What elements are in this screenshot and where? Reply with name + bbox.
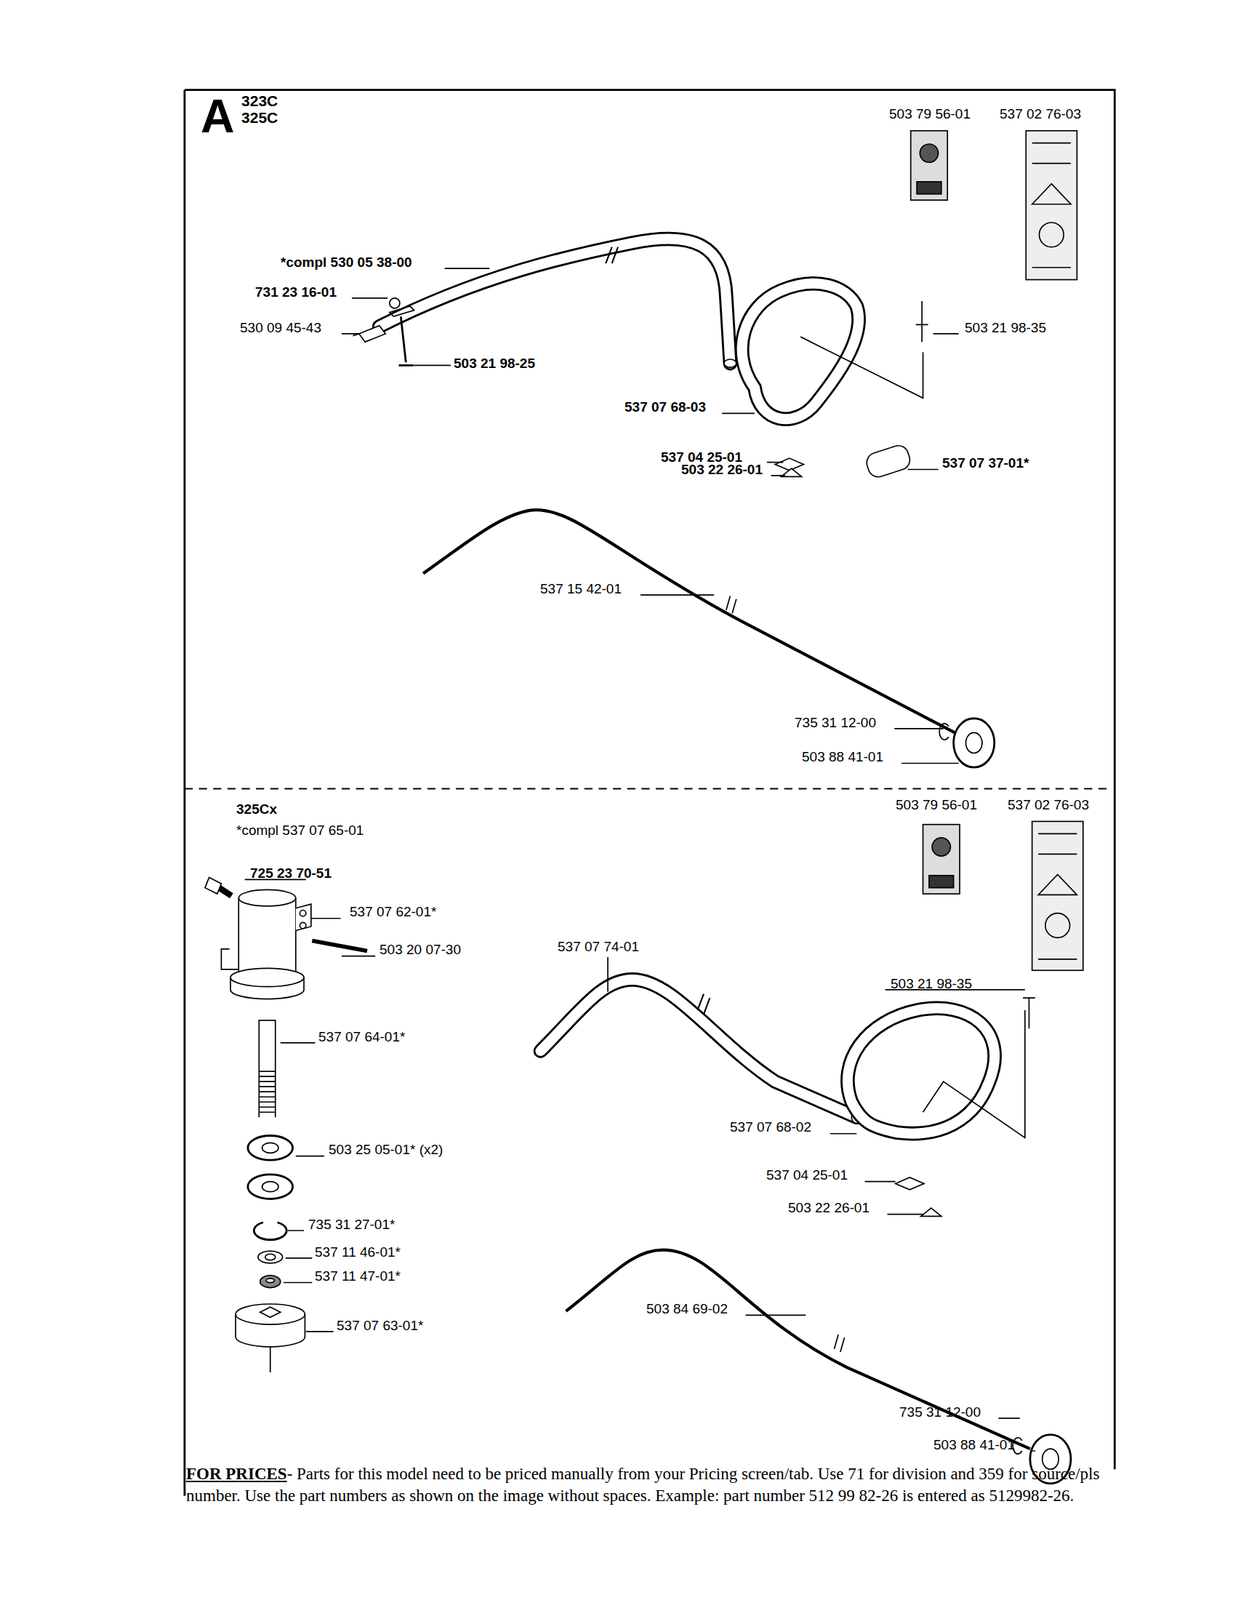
part-number: 537 07 68-02 [729, 1119, 812, 1135]
pricing-note: FOR PRICES- Parts for this model need to… [186, 1462, 1103, 1507]
part-number: 325Cx [236, 801, 277, 818]
part-number: 725 23 70-51 [250, 865, 332, 882]
part-number: 537 07 74-01 [557, 939, 640, 955]
part-number: 537 15 42-01 [540, 581, 622, 597]
note-heading: FOR PRICES [186, 1464, 288, 1483]
part-number: 537 11 47-01* [314, 1268, 401, 1284]
part-number: 537 07 64-01* [318, 1029, 405, 1045]
part-number: *compl 537 07 65-01 [236, 822, 364, 839]
part-number: 735 31 12-00 [899, 1404, 981, 1420]
part-number: 537 07 63-01* [336, 1318, 424, 1334]
part-number: 537 07 37-01* [942, 455, 1029, 472]
part-number: 503 79 56-01 [895, 797, 978, 813]
part-number: 503 79 56-01 [889, 106, 971, 123]
note-text: - Parts for this model need to be priced… [186, 1464, 1100, 1505]
part-number: 537 02 76-03 [1007, 797, 1090, 813]
part-number: 503 20 07-30 [379, 942, 461, 958]
part-number: 735 31 27-01* [308, 1217, 395, 1233]
part-number: 503 21 98-35 [964, 320, 1047, 336]
part-number: 503 21 98-35 [890, 976, 973, 992]
part-number: 503 21 98-25 [453, 356, 536, 372]
part-number: 731 23 16-01 [255, 284, 337, 301]
part-number: 503 25 05-01* (x2) [328, 1142, 443, 1158]
part-number: 537 04 25-01 [766, 1167, 848, 1183]
part-number: 537 11 46-01* [314, 1244, 401, 1260]
part-number: 323C [241, 92, 278, 110]
part-number: 537 07 62-01* [349, 904, 437, 920]
part-number: 537 02 76-03 [999, 106, 1082, 123]
part-number: 503 22 26-01 [788, 1200, 870, 1216]
part-number: 325C [241, 109, 278, 126]
part-number: 503 88 41-01 [801, 749, 884, 765]
part-number: 503 22 26-01 [681, 462, 763, 478]
part-number: 735 31 12-00 [794, 715, 877, 731]
part-number: 503 88 41-01 [933, 1437, 1015, 1453]
section-letter: A [200, 90, 235, 143]
part-number: 503 84 69-02 [646, 1301, 728, 1317]
part-number: 530 09 45-43 [239, 320, 322, 336]
part-number: 537 07 68-03 [624, 399, 706, 416]
part-number: *compl 530 05 38-00 [280, 255, 413, 271]
